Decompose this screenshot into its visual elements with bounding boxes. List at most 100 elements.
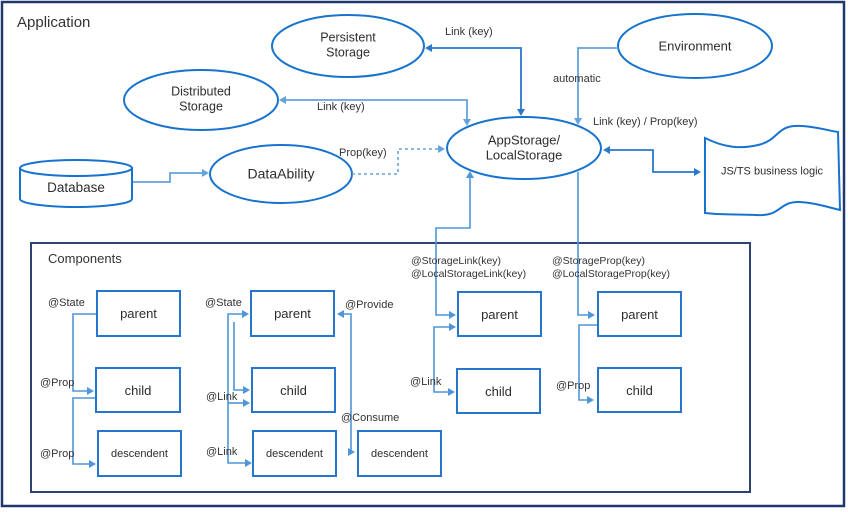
persistent-storage-label: Persistent Storage [320,30,376,60]
persistent-storage-line2: Storage [326,45,370,59]
database-label: Database [47,180,105,196]
arrowhead-into-appstorage-top [517,109,525,116]
arrowhead-col2-descendent [245,459,252,467]
arrowhead-col5-child [587,396,594,404]
edge-database-dataability [133,172,202,183]
persistent-storage-line1: Persistent [320,30,376,45]
edge-storageprop-appstorage-parent [577,172,588,316]
col1-child-box: child [95,367,181,413]
edge-label-distributed-link: Link (key) [317,101,365,113]
annotation-storagelink: @StorageLink(key) [411,255,502,267]
col2-descendent-label: descendent [266,447,323,460]
arrowhead-into-dataability [202,169,209,177]
edge-col2-child-upper [233,322,243,391]
col1-descendent-label: descendent [111,447,168,460]
col2-child-label: child [280,382,307,398]
annotation-col2-link-desc: @Link [206,446,238,458]
edge-label-automatic: automatic [553,73,601,85]
distributed-storage-label: Distributed Storage [171,84,231,114]
arrowhead-into-appstorage-bottom [466,171,474,178]
arrowhead-col4-parent-lower [449,323,456,331]
annotation-col2-link-child: @Link [206,391,238,403]
edge-col1-child-descendent [72,397,95,465]
col2-child-box: child [251,367,336,413]
arrowhead-col4-parent-upper [449,311,456,319]
annotation-storageprop: @StorageProp(key) [552,255,645,267]
arrowhead-into-appstorage-topleft [463,119,471,126]
col1-parent-label: parent [120,306,157,321]
edge-col4-parent-child [433,326,449,393]
application-title: Application [17,14,91,31]
annotation-provide: @Provide [345,299,394,311]
arrowhead-into-businesslogic [694,168,701,176]
col5-parent-box: parent [597,291,682,337]
arrowhead-col4-child [448,388,455,396]
annotation-col1-prop-desc: @Prop [40,448,75,460]
arrowhead-into-distributed [279,96,286,104]
annotation-col5-prop: @Prop [556,380,591,392]
edge-col5-parent-child [578,324,597,401]
edge-label-link-prop: Link (key) / Prop(key) [593,116,698,128]
annotation-col1-state: @State [48,297,85,309]
arrowhead-consume-descendent [348,448,355,456]
arrowhead-col2-child-upper [243,386,250,394]
database-cylinder-top [19,159,133,177]
annotation-localstorageprop: @LocalStorageProp(key) [552,268,671,280]
col4-parent-box: parent [457,291,542,337]
environment-shape [617,13,773,79]
arrowhead-into-persistent [425,44,432,52]
edge-col1-parent-child [72,313,96,392]
edge-col2-main [227,313,245,464]
col3-descendent-box: descendent [357,430,442,477]
appstorage-line2: LocalStorage [485,148,563,163]
database-cylinder-body [19,168,133,208]
edge-storagelink-appstorage-parent [435,178,471,316]
distributed-storage-line2: Storage [179,99,223,113]
edge-persistent-appstorage [432,47,522,109]
appstorage-line1: AppStorage/ [487,132,561,148]
environment-label: Environment [658,38,732,54]
annotation-localstoragelink: @LocalStorageLink(key) [411,268,527,280]
col4-child-label: child [485,383,512,399]
arrowhead-col2-child-lower [243,399,250,407]
col4-child-box: child [456,368,541,414]
annotation-col1-prop-child: @Prop [40,377,75,389]
edge-environment-appstorage [577,47,618,118]
distributed-storage-line1: Distributed [171,84,231,99]
edge-label-persistent-link: Link (key) [445,26,493,38]
col4-parent-label: parent [481,306,518,322]
col1-child-label: child [124,382,152,398]
edge-distributed-appstorage [286,99,468,119]
dataability-label: DataAbility [247,165,315,182]
arrowhead-into-appstorage-right [603,146,610,154]
edge-dataability-appstorage [352,148,438,175]
arrowhead-provide-parent [337,310,344,318]
col5-parent-label: parent [621,306,658,322]
col1-descendent-box: descendent [97,430,182,477]
persistent-storage-shape [271,14,425,78]
arrowhead-col5-parent [588,311,595,319]
arrowhead-col1-descendent [89,460,96,468]
col2-parent-box: parent [250,290,335,337]
distributed-storage-shape [123,69,279,131]
col2-parent-label: parent [274,306,311,321]
annotation-col2-state: @State [205,297,242,309]
edge-label-prop-key: Prop(key) [339,147,387,159]
col1-parent-box: parent [96,290,181,337]
arrowhead-into-appstorage-topright [574,118,582,125]
arrowhead-col1-child [87,387,94,395]
col3-descendent-label: descendent [371,447,428,460]
annotation-col4-link: @Link [410,376,442,388]
edge-appstorage-businesslogic [610,149,694,173]
col5-child-box: child [597,367,682,413]
business-logic-label: JS/TS business logic [720,165,824,178]
arrowhead-col2-parent [242,310,249,318]
components-title: Components [48,251,122,266]
col5-child-label: child [626,382,653,398]
annotation-consume: @Consume [341,412,400,424]
business-logic-shape [704,124,842,217]
appstorage-label: AppStorage/ LocalStorage [486,133,563,164]
col2-descendent-box: descendent [252,430,337,477]
